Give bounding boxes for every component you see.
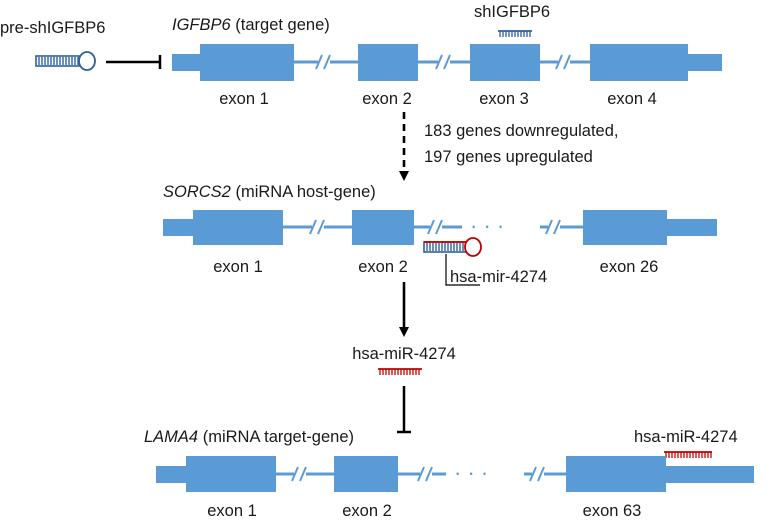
upregulated-count-text: 197 genes upregulated	[424, 148, 593, 166]
sorcs2-exon-26	[583, 210, 667, 245]
lama4-utr-3	[666, 466, 754, 483]
igfbp6-exon-2-label: exon 2	[362, 90, 412, 108]
igfbp6-exon-1-label: exon 1	[219, 90, 269, 108]
igfbp6-exon-1	[200, 44, 294, 81]
mature-mirna-label: hsa-miR-4274	[352, 345, 456, 363]
downregulated-count-text: 183 genes downregulated,	[424, 122, 619, 140]
lama4-gene-row: LAMA4 (miRNA target-gene) hsa-miR-4274 ·…	[144, 428, 754, 520]
inhibition-arrow-top	[106, 55, 162, 69]
shigfbp6-strand-icon	[498, 30, 532, 37]
sorcs2-gene-row: SORCS2 (miRNA host-gene) · · · hsa-mir-4…	[163, 183, 717, 286]
igfbp6-exon-4	[590, 44, 688, 81]
pre-shigfbp6-hairpin-icon	[35, 51, 96, 71]
igfbp6-gene-row: pre-shIGFBP6 IGFBP6 (target gene) shIGFB…	[0, 3, 722, 108]
sorcs2-exon-1	[193, 210, 283, 245]
sorcs2-intron-breaks	[309, 219, 561, 235]
igfbp6-exon-3-label: exon 3	[479, 90, 529, 108]
pre-shigfbp6-label: pre-shIGFBP6	[0, 19, 105, 37]
sorcs2-exon-2	[352, 210, 414, 245]
lama4-title: LAMA4 (miRNA target-gene)	[144, 428, 354, 446]
lama4-exon-2-label: exon 2	[342, 502, 392, 520]
sorcs2-ellipsis: · · ·	[470, 213, 504, 238]
igfbp6-utr-5	[172, 54, 200, 71]
igfbp6-exon-2	[358, 44, 418, 81]
sorcs2-utr-3	[667, 219, 717, 236]
lama4-ellipsis: · · ·	[454, 460, 488, 485]
lama4-intron-breaks	[291, 466, 545, 482]
hsa-mir-4274-hairpin-icon	[423, 237, 482, 257]
lama4-exon-2	[334, 456, 398, 492]
lama4-exon-63-label: exon 63	[583, 502, 642, 520]
lama4-mir-label: hsa-miR-4274	[634, 428, 738, 446]
lama4-exon-1-label: exon 1	[207, 502, 257, 520]
sorcs2-exon-1-label: exon 1	[213, 258, 263, 276]
igfbp6-title: IGFBP6 (target gene)	[172, 16, 330, 34]
sorcs2-exon-2-label: exon 2	[358, 258, 408, 276]
lama4-utr-5	[156, 466, 186, 483]
lama4-mir-binding-icon	[664, 451, 712, 458]
lama4-exon-63	[566, 456, 666, 492]
hsa-mir-4274-leader-line	[445, 254, 480, 286]
inhibition-arrow-bottom	[397, 386, 411, 434]
hsa-mir-4274-label: hsa-mir-4274	[450, 268, 547, 286]
sorcs2-utr-5	[163, 219, 193, 236]
lama4-exon-1	[186, 456, 276, 492]
igfbp6-intron-breaks	[315, 54, 571, 70]
shigfbp6-label: shIGFBP6	[474, 3, 550, 21]
mature-mirna-strand-icon	[378, 368, 422, 375]
igfbp6-exon-4-label: exon 4	[607, 90, 657, 108]
igfbp6-utr-3	[688, 54, 722, 71]
sorcs2-title: SORCS2 (miRNA host-gene)	[163, 183, 376, 201]
sorcs2-exon-26-label: exon 26	[600, 258, 659, 276]
igfbp6-exon-3	[470, 44, 540, 81]
